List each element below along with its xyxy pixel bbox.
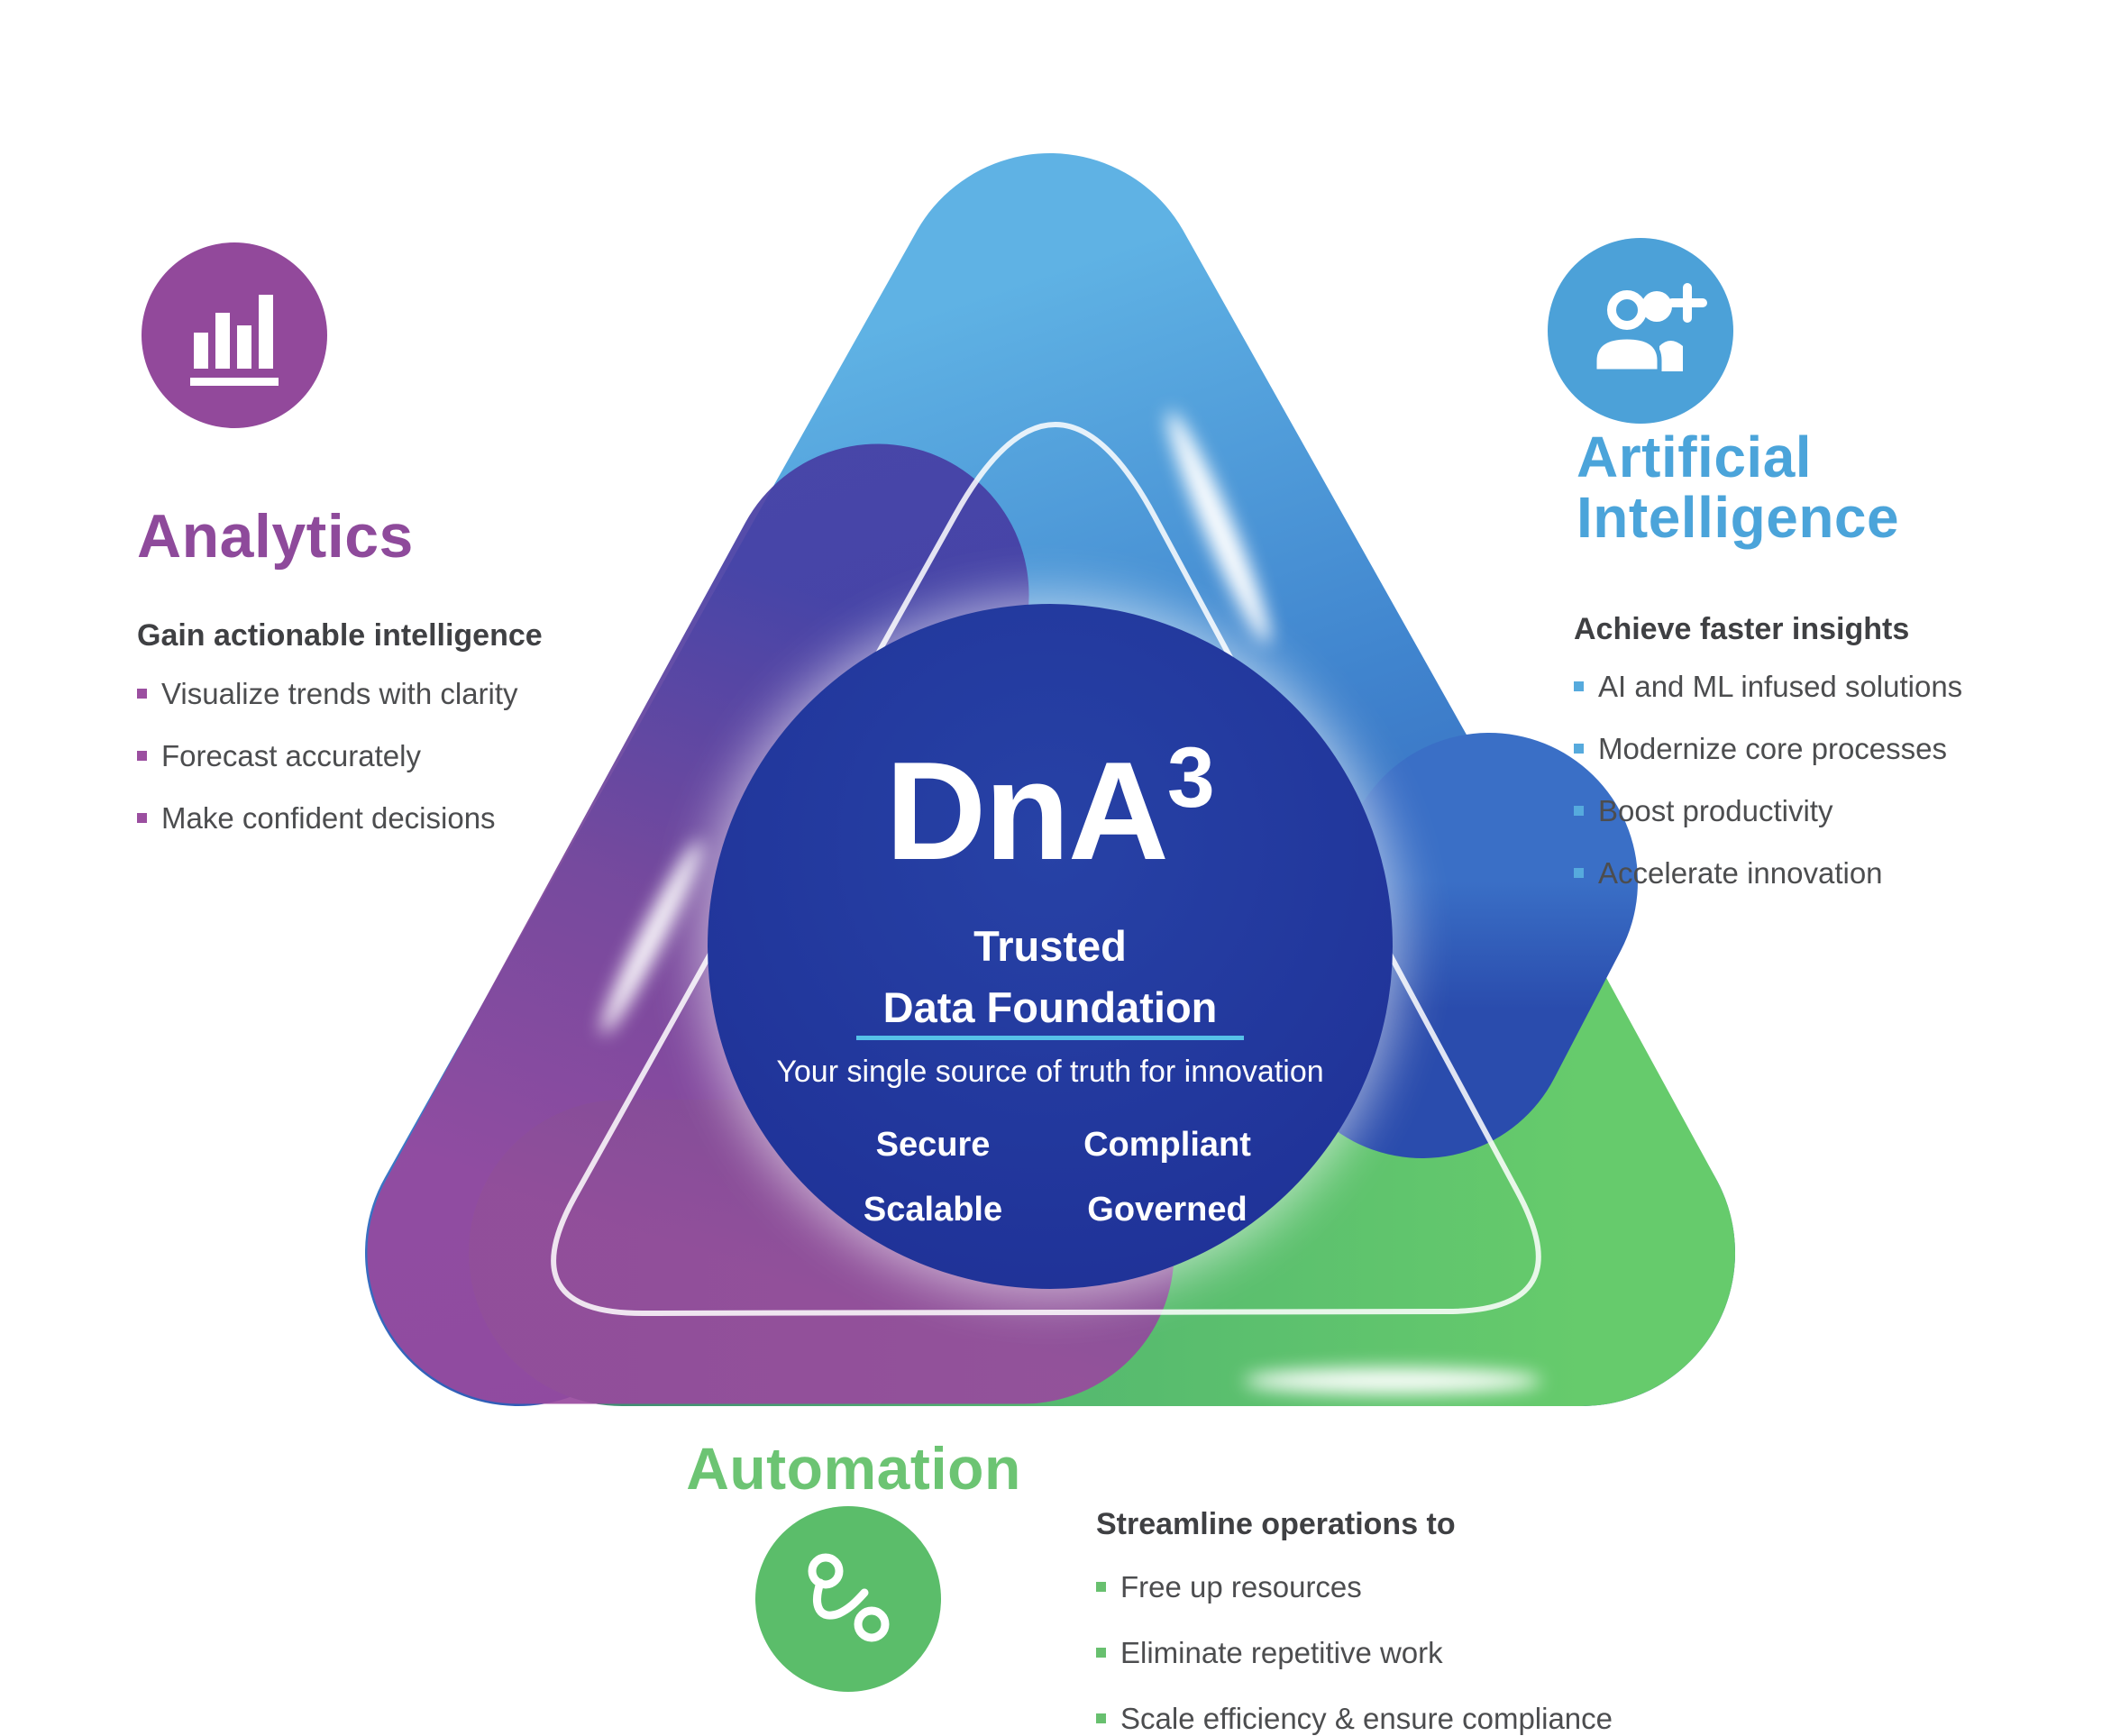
bullet-text: Accelerate innovation — [1598, 855, 1883, 890]
bullet-text: Eliminate repetitive work — [1120, 1635, 1443, 1669]
bullet-text: Modernize core processes — [1598, 731, 1948, 765]
list-item: Forecast accurately — [137, 725, 518, 787]
ai-intro: Achieve faster insights — [1574, 612, 1910, 646]
attribute-governed: Governed — [1087, 1190, 1247, 1229]
analytics-bullet-list: Visualize trends with clarity Forecast a… — [137, 662, 518, 849]
bullet-text: Scale efficiency & ensure compliance — [1120, 1701, 1613, 1735]
bullet-square-icon — [1574, 681, 1584, 691]
ai-heading: Artificial Intelligence — [1576, 427, 1899, 548]
attribute-secure: Secure — [875, 1125, 991, 1164]
bar-chart-icon — [190, 295, 279, 386]
list-item: Scale efficiency & ensure compliance — [1096, 1686, 1613, 1736]
list-item: Eliminate repetitive work — [1096, 1620, 1613, 1686]
center-subtitle-line1: Trusted — [973, 922, 1127, 970]
bullet-square-icon — [1096, 1582, 1106, 1592]
inner-outline — [551, 422, 1541, 1317]
center-subtitle-line2: Data Foundation — [882, 983, 1218, 1031]
center-circle — [708, 604, 1393, 1289]
bullet-square-icon — [1574, 744, 1584, 754]
ai-heading-line2: Intelligence — [1576, 485, 1900, 550]
ai-bullet-list: AI and ML infused solutions Modernize co… — [1574, 655, 1962, 904]
bullet-square-icon — [1096, 1713, 1106, 1723]
automation-bullet-list: Free up resources Eliminate repetitive w… — [1096, 1554, 1613, 1736]
list-item: Accelerate innovation — [1574, 842, 1962, 904]
glint-highlights — [601, 410, 1541, 1393]
list-item: Free up resources — [1096, 1554, 1613, 1620]
bullet-square-icon — [1574, 806, 1584, 816]
bullet-square-icon — [1096, 1648, 1106, 1658]
bullet-text: AI and ML infused solutions — [1598, 669, 1963, 703]
automation-heading: Automation — [686, 1435, 1021, 1502]
bullet-text: Forecast accurately — [161, 738, 421, 772]
bullet-text: Boost productivity — [1598, 793, 1833, 827]
list-item: AI and ML infused solutions — [1574, 655, 1962, 717]
bullet-square-icon — [137, 813, 147, 823]
list-item: Boost productivity — [1574, 780, 1962, 842]
ai-heading-line1: Artificial — [1576, 425, 1813, 489]
center-divider — [856, 1036, 1244, 1040]
list-item: Modernize core processes — [1574, 717, 1962, 780]
analytics-icon-circle — [142, 242, 327, 428]
dna3-logo: DnA3 — [690, 736, 1411, 882]
logo-superscript: 3 — [1166, 730, 1215, 826]
list-item: Make confident decisions — [137, 787, 518, 849]
bullet-square-icon — [1574, 868, 1584, 878]
center-tagline: Your single source of truth for innovati… — [776, 1055, 1324, 1089]
bullet-text: Visualize trends with clarity — [161, 676, 518, 710]
analytics-intro: Gain actionable intelligence — [137, 618, 543, 653]
logo-text: DnA — [885, 733, 1169, 889]
automation-icon-circle — [755, 1506, 941, 1692]
ai-icon-circle — [1548, 238, 1733, 424]
bullet-square-icon — [137, 751, 147, 761]
bullet-text: Make confident decisions — [161, 800, 496, 835]
list-item: Visualize trends with clarity — [137, 662, 518, 725]
triangle-blue-cap — [1274, 733, 1638, 1158]
attribute-compliant: Compliant — [1083, 1125, 1251, 1164]
person-add-icon — [1592, 283, 1707, 374]
attribute-scalable: Scalable — [863, 1190, 1003, 1229]
bullet-text: Free up resources — [1120, 1569, 1362, 1604]
center-attributes: Secure Compliant Scalable Governed — [816, 1112, 1284, 1242]
automation-intro: Streamline operations to — [1096, 1507, 1456, 1541]
analytics-heading: Analytics — [137, 502, 414, 571]
workflow-icon — [808, 1553, 890, 1642]
bullet-square-icon — [137, 689, 147, 699]
